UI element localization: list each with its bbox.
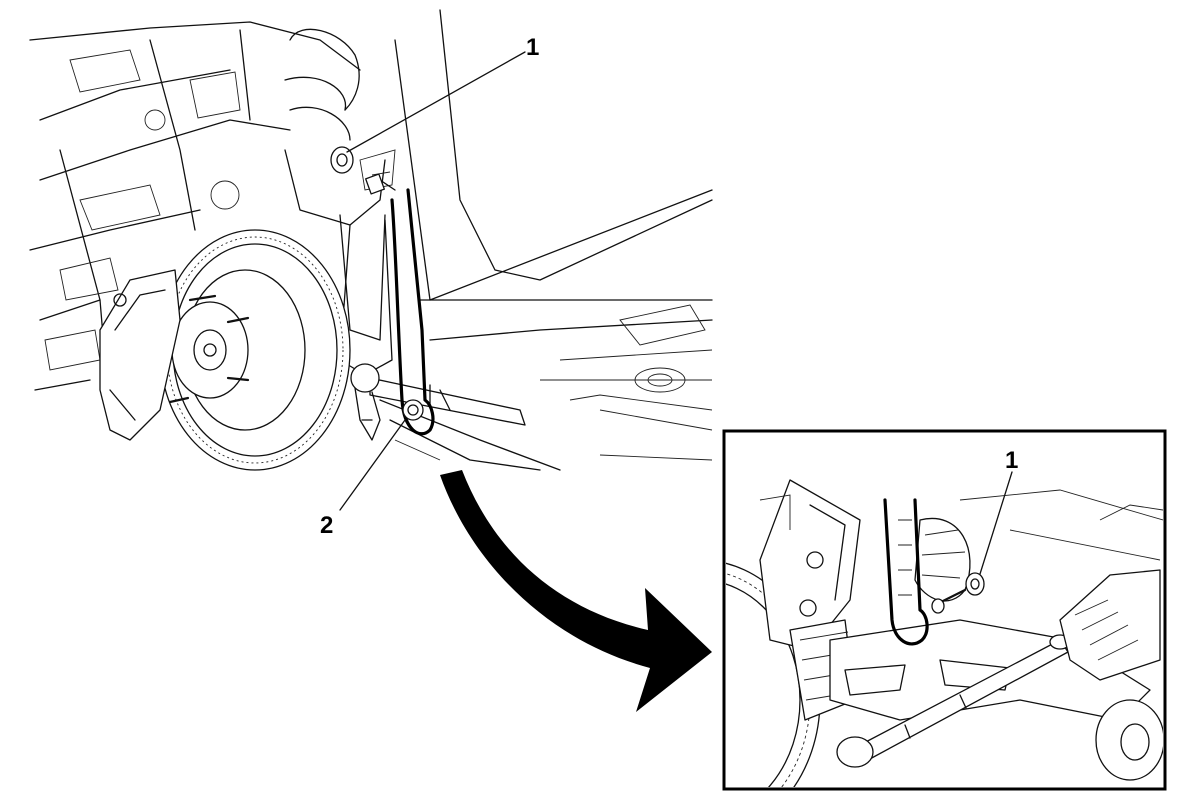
brake-caliper [99,269,181,441]
leader-lines [339,51,526,511]
inset-link-stud [931,588,967,614]
inset-stabilizer-link [883,498,929,646]
detail-inset [722,429,1167,791]
inset-frame-rail [759,489,1163,561]
inset-bushing [836,699,1163,781]
stabilizer-link [390,188,435,436]
inset-stabilizer-link-nut [965,572,985,596]
callout-2-main-view: 2 [320,512,334,539]
stabilizer-link-upper-nut [330,146,354,174]
main-view [29,9,713,511]
inset-steering-boot [1059,569,1161,681]
callout-1-detail-inset: 1 [1005,447,1019,474]
callout-1-main-view: 1 [526,34,540,61]
transition-arrow [440,470,712,712]
tie-rod [350,363,526,441]
body-panel [394,9,713,461]
inset-leader-line [979,471,1013,575]
inset-upper-boot [914,517,971,602]
inset-knuckle [759,479,861,651]
